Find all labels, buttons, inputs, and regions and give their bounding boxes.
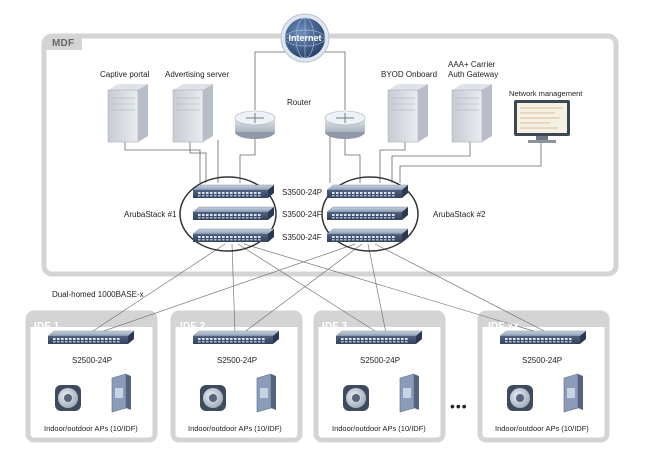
- network-management-label: Network management: [509, 89, 583, 98]
- internet-label: Internet: [288, 33, 322, 43]
- stack2-switch-1: [326, 184, 409, 198]
- idf-2-switch-label: S2500-24P: [217, 356, 258, 365]
- idf-2-title: IDF 2: [180, 321, 206, 332]
- aruba-stack-2-label: ArubaStack #2: [433, 210, 486, 219]
- byod-onboard-server-icon: [387, 84, 428, 143]
- router-left-icon: [234, 110, 276, 139]
- uplink-label: Dual-homed 1000BASE-x: [52, 290, 144, 299]
- advertising-server-label: Advertising server: [165, 70, 230, 79]
- idf-3-aps-label: Indoor/outdoor APs (10/IDF): [332, 424, 426, 433]
- stack2-switch-2: [326, 206, 409, 220]
- idf-2-outdoor-ap-icon: [256, 373, 276, 413]
- stack2-switch-3: [326, 228, 409, 242]
- idf-1-aps-label: Indoor/outdoor APs (10/IDF): [44, 424, 138, 433]
- idf-xx-title: IDF xx: [488, 321, 520, 332]
- idf-4-indoor-ap-icon: [507, 385, 533, 411]
- idf-xx-aps-label: Indoor/outdoor APs (10/IDF): [495, 424, 589, 433]
- stack1-switch-3: [192, 228, 275, 242]
- stack-switch-label-1: S3500-24P: [282, 188, 323, 197]
- aaa-label-line2: Auth Gateway: [448, 70, 499, 79]
- aaa-label-line1: AAA+ Carrier: [448, 60, 496, 69]
- internet-links: [254, 51, 346, 110]
- stack-switch-label-2: S3500-24F: [282, 210, 322, 219]
- captive-portal-server-icon: [107, 84, 148, 143]
- idf-2-switch: [192, 330, 280, 344]
- idf-1-outdoor-ap-icon: [111, 373, 131, 413]
- more-idfs-ellipsis: •••: [450, 398, 468, 414]
- advertising-server-icon: [172, 84, 213, 143]
- idf-2-indoor-ap-icon: [200, 385, 226, 411]
- idf-devices: [47, 330, 587, 413]
- idf-1-switch: [47, 330, 135, 344]
- idf-4-outdoor-ap-icon: [563, 373, 583, 413]
- idf-4-switch: [499, 330, 587, 344]
- stack-switches: [192, 184, 409, 242]
- idf-3-title: IDF 3: [322, 321, 348, 332]
- idf-2-aps-label: Indoor/outdoor APs (10/IDF): [188, 424, 282, 433]
- idf-3-switch: [335, 330, 423, 344]
- idf-3-switch-label: S2500-24P: [360, 356, 401, 365]
- idf-1-title: IDF 1: [34, 321, 60, 332]
- internet-globe-icon: [280, 13, 330, 63]
- stack1-switch-2: [192, 206, 275, 220]
- byod-onboard-label: BYOD Onboard: [381, 70, 438, 79]
- idf-3-indoor-ap-icon: [343, 385, 369, 411]
- mdf-title: MDF: [52, 38, 75, 49]
- idf-xx-switch-label: S2500-24P: [522, 356, 563, 365]
- uplinks: [89, 243, 549, 334]
- network-management-monitor-icon: [514, 100, 570, 143]
- idf-1-indoor-ap-icon: [55, 385, 81, 411]
- idf-1-switch-label: S2500-24P: [72, 356, 113, 365]
- stack-switch-label-3: S3500-24F: [282, 233, 322, 242]
- router-label: Router: [287, 98, 312, 107]
- mdf-links: [124, 136, 542, 183]
- captive-portal-label: Captive portal: [100, 70, 150, 79]
- aruba-stack-1-ring: [179, 176, 277, 252]
- aaa-gateway-server-icon: [451, 84, 492, 143]
- stack1-switch-1: [192, 184, 275, 198]
- idf-3-outdoor-ap-icon: [399, 373, 419, 413]
- aruba-stack-2-ring: [321, 176, 419, 252]
- aruba-stack-1-label: ArubaStack #1: [124, 210, 177, 219]
- router-right-icon: [324, 110, 366, 139]
